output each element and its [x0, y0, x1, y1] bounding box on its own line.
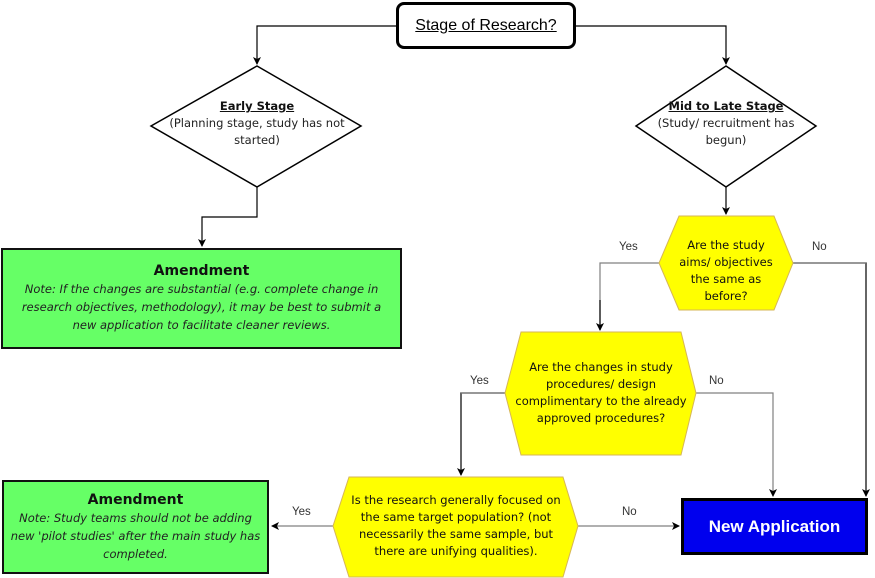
early-stage-description: (Planning stage, study has not started) [169, 116, 345, 147]
new-application-box[interactable]: New Application [681, 498, 868, 555]
connector-start-to-midlate [576, 25, 730, 65]
connector-q2-no [696, 392, 777, 497]
connector-q1-no [793, 262, 870, 497]
q1-text: Are the study aims/ objectives the same … [679, 238, 773, 303]
connector-q1-yes [599, 262, 659, 330]
q3-yes-label: Yes [292, 506, 311, 518]
start-label: Stage of Research? [415, 16, 557, 34]
connector-start-to-early [253, 25, 396, 65]
amendment-bottom-note: Note: Study teams should not be adding n… [10, 510, 261, 561]
early-stage-text: Early Stage (Planning stage, study has n… [165, 98, 349, 149]
connector-early-to-amendment [198, 187, 258, 247]
q2-text: Are the changes in study procedures/ des… [515, 360, 687, 425]
new-application-label: New Application [708, 516, 841, 536]
amendment-top-note: Note: If the changes are substantial (e.… [21, 282, 382, 332]
q2-yes-label: Yes [470, 375, 489, 387]
q1-yes-label: Yes [619, 241, 638, 253]
q1-no-label: No [812, 241, 827, 253]
start-node-stage-of-research[interactable]: Stage of Research? [396, 2, 576, 49]
q1-hexagon[interactable] [658, 215, 794, 311]
connector-q2-yes [457, 392, 505, 476]
early-stage-diamond[interactable] [149, 65, 363, 188]
q2-hexagon[interactable] [504, 331, 697, 456]
mid-late-stage-diamond[interactable] [634, 65, 818, 188]
q3-text: Is the research generally focused on the… [351, 493, 561, 558]
amendment-bottom-title: Amendment [87, 491, 184, 508]
mid-late-stage-title: Mid to Late Stage [668, 99, 784, 113]
q3-no-label: No [622, 506, 637, 518]
mid-late-stage-description: (Study/ recruitment has begun) [657, 116, 795, 147]
early-stage-title: Early Stage [219, 99, 295, 113]
q3-hexagon[interactable] [332, 476, 579, 578]
mid-late-stage-text: Mid to Late Stage (Study/ recruitment ha… [648, 98, 804, 149]
amendment-box-bottom[interactable]: Amendment Note: Study teams should not b… [2, 480, 269, 574]
q2-no-label: No [709, 375, 724, 387]
amendment-top-title: Amendment [153, 263, 250, 279]
amendment-box-top[interactable]: Amendment Note: If the changes are subst… [1, 248, 402, 349]
